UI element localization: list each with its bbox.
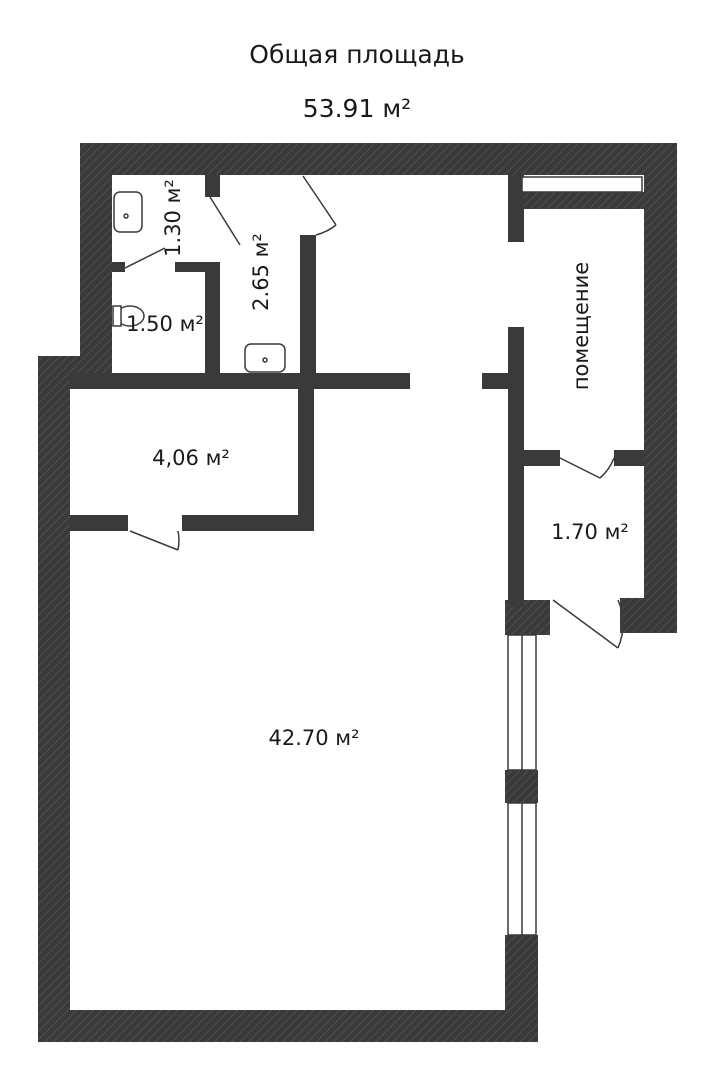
window-icon bbox=[507, 176, 643, 936]
room-area-bathroom-a: 1.30 м² bbox=[161, 179, 185, 257]
room-name-utility: помещение bbox=[569, 262, 593, 390]
walls bbox=[38, 143, 677, 1042]
plan-title: Общая площадь bbox=[249, 40, 464, 69]
sink-icon bbox=[113, 191, 286, 373]
inner-walls bbox=[70, 175, 644, 607]
toilet-icon bbox=[112, 305, 145, 327]
room-area-main-hall: 42.70 м² bbox=[268, 726, 359, 750]
room-area-vestibule: 1.70 м² bbox=[551, 520, 629, 544]
room-area-washroom: 2.65 м² bbox=[249, 233, 273, 311]
total-area: 53.91 м² bbox=[303, 94, 411, 123]
room-area-bathroom-b: 1.50 м² bbox=[126, 312, 204, 336]
room-area-storage: 4,06 м² bbox=[152, 446, 230, 470]
door-swing-icon bbox=[124, 175, 624, 649]
